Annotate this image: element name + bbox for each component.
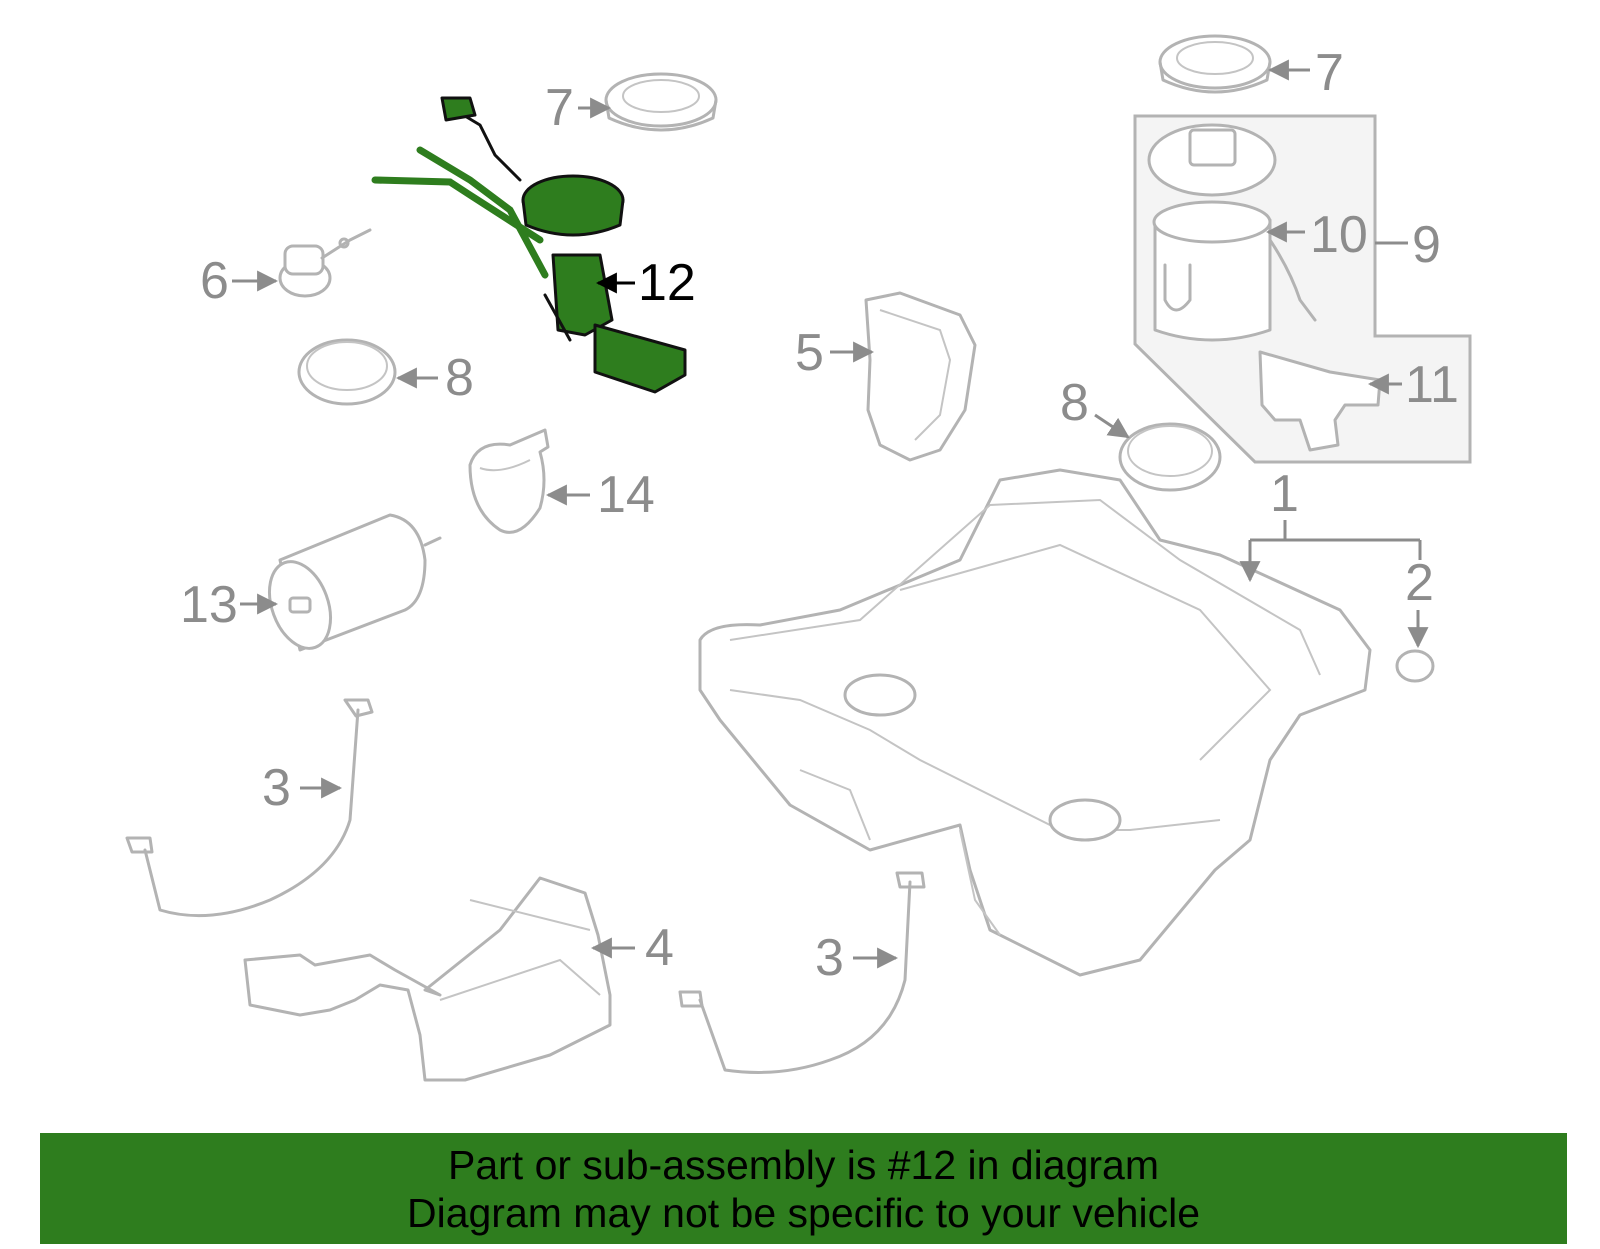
- lock-ring-part-right[interactable]: [1158, 34, 1272, 94]
- svg-text:4: 4: [645, 919, 674, 977]
- callout-8-left: 8: [395, 349, 474, 407]
- svg-text:6: 6: [200, 252, 229, 310]
- svg-text:5: 5: [795, 324, 824, 382]
- svg-text:1: 1: [1270, 465, 1299, 523]
- fuel-tank-part[interactable]: [698, 468, 1372, 977]
- callout-9: 9: [1375, 216, 1441, 274]
- callout-3-left: 3: [262, 759, 343, 817]
- svg-text:11: 11: [1405, 356, 1459, 414]
- callout-14: 14: [545, 466, 655, 524]
- svg-text:8: 8: [445, 349, 474, 407]
- svg-text:9: 9: [1412, 216, 1441, 274]
- bracket-part[interactable]: [468, 428, 550, 534]
- callout-4: 4: [590, 919, 674, 977]
- banner-line-part-number: Part or sub-assembly is #12 in diagram: [448, 1142, 1159, 1188]
- callout-3-right: 3: [815, 929, 899, 987]
- callout-8-right: 8: [1060, 374, 1130, 439]
- svg-text:2: 2: [1405, 554, 1434, 612]
- cap-part[interactable]: [1395, 649, 1435, 683]
- callout-2: 2: [1405, 554, 1434, 649]
- seal-ring-part-right[interactable]: [1118, 422, 1222, 492]
- fuel-pump-part[interactable]: [1147, 123, 1317, 342]
- callout-7-left: 7: [545, 79, 612, 137]
- underbody-shield-part[interactable]: [243, 876, 612, 1082]
- callout-10: 10: [1265, 206, 1368, 264]
- svg-text:7: 7: [545, 79, 574, 137]
- callout-12: 12: [595, 254, 696, 312]
- valve-part[interactable]: [278, 228, 372, 298]
- fuel-filter-part[interactable]: [258, 513, 442, 657]
- callout-6: 6: [200, 252, 279, 310]
- lock-ring-part-left[interactable]: [604, 72, 718, 132]
- banner-line-disclaimer: Diagram may not be specific to your vehi…: [406, 1190, 1200, 1236]
- callout-13: 13: [180, 576, 279, 634]
- parts-diagram: 1 2 3 3 4 5 6 7 7 8 8 9: [125, 34, 1472, 1082]
- info-banner: Part or sub-assembly is #12 in diagram D…: [40, 1133, 1567, 1244]
- tank-strap-part-left[interactable]: [125, 698, 374, 918]
- callout-7-right: 7: [1267, 44, 1344, 102]
- svg-text:13: 13: [180, 576, 238, 634]
- tank-strap-part-right[interactable]: [678, 871, 926, 1074]
- seal-ring-part-left[interactable]: [297, 338, 397, 406]
- svg-text:8: 8: [1060, 374, 1089, 432]
- heat-shield-part[interactable]: [864, 291, 977, 462]
- fuel-sending-unit-part-12[interactable]: [371, 96, 687, 394]
- callout-1: 1: [1239, 465, 1422, 583]
- svg-text:14: 14: [597, 466, 655, 524]
- svg-text:12: 12: [638, 254, 696, 312]
- svg-text:3: 3: [262, 759, 291, 817]
- svg-text:10: 10: [1310, 206, 1368, 264]
- callout-5: 5: [795, 324, 875, 382]
- svg-text:7: 7: [1315, 44, 1344, 102]
- callout-11: 11: [1367, 356, 1459, 414]
- svg-text:3: 3: [815, 929, 844, 987]
